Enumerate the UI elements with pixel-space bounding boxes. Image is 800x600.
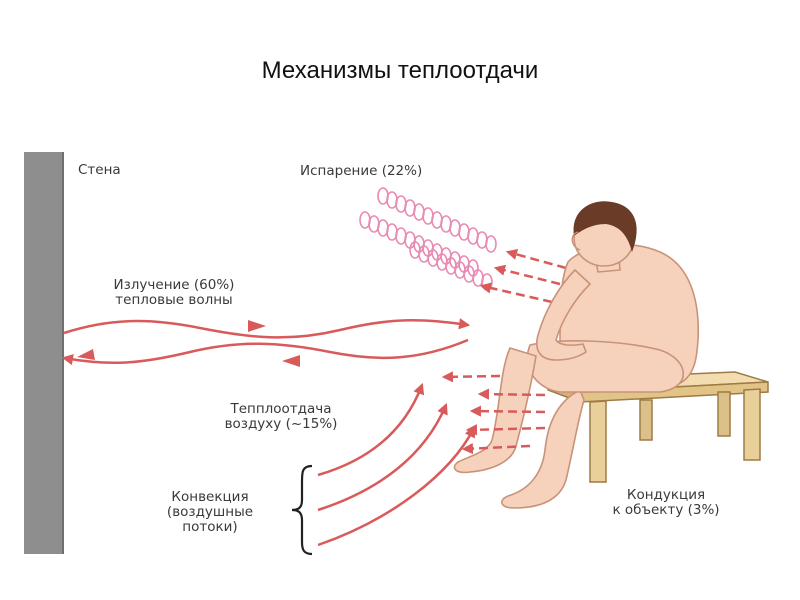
label-radiation: Излучение (60%) тепловые волны (84, 278, 264, 308)
evaporation-coil-3 (409, 241, 493, 291)
label-conduction-line2: к объекту (3%) (612, 502, 720, 518)
page-title: Механизмы теплоотдачи (261, 57, 539, 84)
person-arm (536, 269, 591, 361)
label-radiation-line1: Излучение (60%) (113, 277, 235, 293)
person-ear (571, 231, 581, 251)
label-convection-line2: (воздушные (166, 504, 254, 520)
evaporation-coils (359, 187, 497, 291)
label-convection-line3: потоки) (182, 519, 238, 535)
wall (24, 152, 64, 554)
radiation-wave-incoming (61, 338, 469, 366)
radiation-wave-outgoing (63, 318, 471, 339)
label-wall: Стена (78, 162, 121, 178)
seated-person (453, 209, 700, 509)
label-air-transfer-line2: воздуху (~15%) (224, 416, 338, 432)
evaporation-coil-1 (377, 187, 497, 253)
person-back-leg (501, 389, 585, 509)
label-radiation-line2: тепловые волны (115, 292, 233, 308)
label-evaporation: Испарение (22%) (300, 163, 423, 179)
convection-arrows (317, 382, 476, 547)
label-conduction: Кондукция к объекту (3%) (596, 488, 736, 518)
air-transfer-arrows (441, 371, 546, 455)
label-convection: Конвекция (воздушные потоки) (140, 490, 280, 535)
convection-brace (291, 464, 313, 556)
person-hair (573, 201, 637, 252)
label-conduction-line1: Кондукция (626, 487, 706, 503)
radiation-waves (61, 318, 471, 366)
evaporation-arrows (479, 248, 567, 304)
radiation-midarrows (77, 320, 300, 367)
person-front-shin (453, 347, 537, 474)
label-convection-line1: Конвекция (171, 489, 249, 505)
label-air-transfer: Тепплоотдача воздуху (~15%) (196, 402, 366, 432)
label-air-transfer-line1: Тепплоотдача (230, 401, 332, 417)
